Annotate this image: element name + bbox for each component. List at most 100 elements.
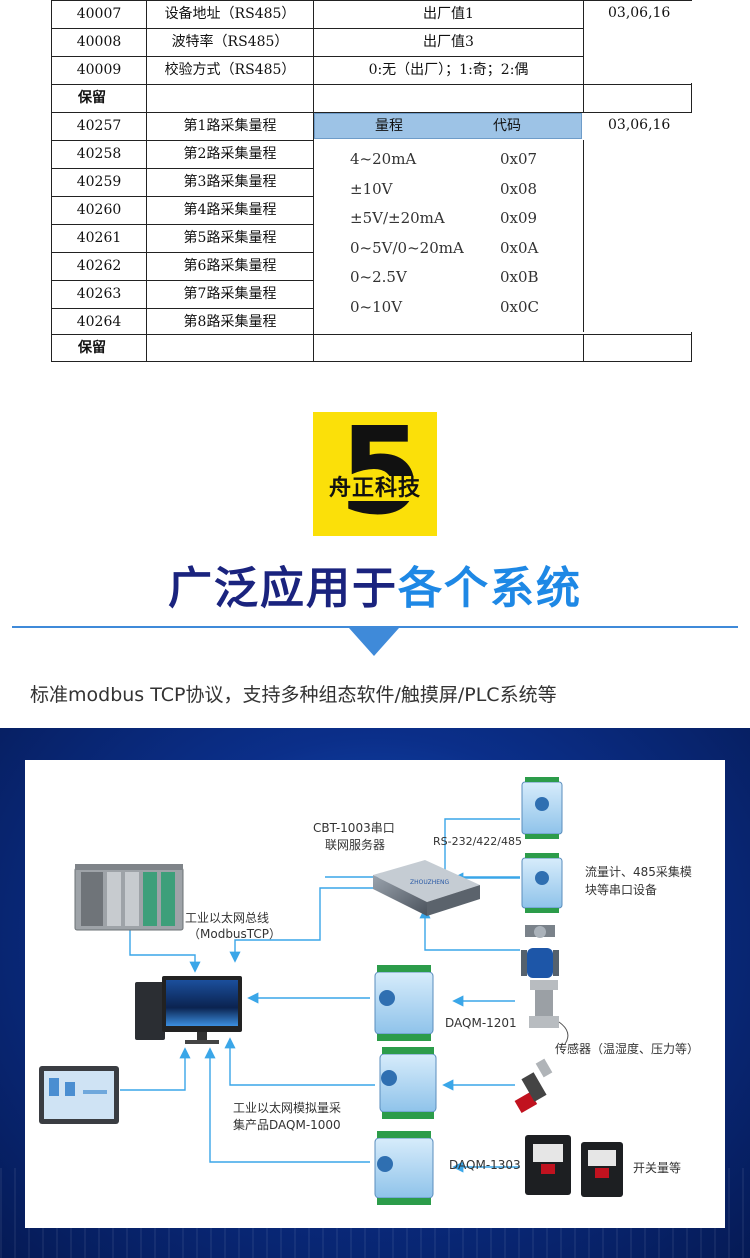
contactor-icon-2 — [581, 1142, 623, 1197]
daqm-1303-label: DAQM-1303 — [449, 1158, 521, 1172]
plc-icon — [74, 864, 184, 931]
logo-text: 舟正科技 — [326, 476, 423, 501]
section-headline: 广泛应用于各个系统 — [0, 552, 750, 616]
company-logo: 5 舟正科技 — [313, 408, 437, 538]
register-value-cell — [314, 85, 584, 112]
logo-numeral: 5 — [339, 403, 423, 542]
server-label-1: CBT-1003串口 — [313, 821, 395, 835]
register-address-cell: 40262 — [52, 253, 147, 280]
arrow-meter-to-server — [419, 907, 520, 951]
bus-label-1: 工业以太网总线 — [185, 911, 270, 925]
register-name-cell: 第8路采集量程 — [147, 309, 314, 336]
contactor-icon-1 — [525, 1135, 571, 1195]
analog-label-1: 工业以太网模拟量采 — [233, 1101, 342, 1115]
range-code: 0x0C — [500, 297, 540, 316]
function-code-cell-1: 03,06,16 — [584, 1, 692, 83]
daqm-1201-label: DAQM-1201 — [445, 1016, 517, 1030]
register-address-cell: 40009 — [52, 57, 147, 84]
register-address-cell: 40263 — [52, 281, 147, 308]
serial-devices-label-1: 流量计、485采集模 — [585, 865, 692, 879]
register-value-cell — [314, 335, 584, 362]
rs-label: RS-232/422/485 — [433, 835, 522, 848]
section-subtitle: 标准modbus TCP协议，支持多种组态软件/触摸屏/PLC系统等 — [30, 684, 557, 706]
sensor-label: 传感器（温湿度、压力等） — [555, 1042, 700, 1056]
daqm-1201-icon — [374, 965, 434, 1041]
register-address-cell: 40261 — [52, 225, 147, 252]
register-name-cell: 校验方式（RS485） — [147, 57, 314, 84]
register-name-cell: 第6路采集量程 — [147, 253, 314, 280]
table-row: 保留 — [52, 84, 692, 112]
headline-part1: 广泛应用于 — [168, 563, 398, 614]
register-address-cell: 40008 — [52, 29, 147, 56]
register-address-cell: 保留 — [52, 335, 147, 362]
arrow-server-to-pc — [229, 887, 380, 963]
arrow-hmi-to-pc — [120, 1047, 191, 1091]
switch-label: 开关量等 — [633, 1161, 682, 1175]
range-code: 0x08 — [500, 179, 538, 198]
range-value: 0~10V — [350, 297, 403, 316]
arrow-analog-to-pc — [224, 1037, 375, 1086]
range-code: 0x07 — [500, 150, 538, 168]
register-name-cell: 设备地址（RS485） — [147, 1, 314, 28]
register-name-cell: 第4路采集量程 — [147, 197, 314, 224]
serial-module-icon-1 — [521, 777, 563, 839]
register-name-cell: 波特率（RS485） — [147, 29, 314, 56]
range-code-list: 4~20mA 0x07 ±10V 0x08 ±5V/±20mA 0x09 0~5V/0~20… — [314, 140, 584, 332]
touchscreen-icon — [39, 1066, 119, 1124]
svg-text:ZHOUZHENG: ZHOUZHENG — [410, 879, 450, 886]
register-value-cell: 0:无（出厂）；1:奇；2:偶 — [314, 57, 584, 84]
table-row: 保留 — [52, 334, 692, 362]
range-value: 4~20mA — [350, 150, 417, 168]
register-address-cell: 40007 — [52, 1, 147, 28]
range-code: 0x0A — [500, 238, 539, 257]
register-address-cell: 保留 — [52, 85, 147, 112]
flowmeter-icon — [521, 925, 559, 978]
register-name-cell — [147, 85, 314, 112]
load-cell-icon — [529, 980, 569, 1045]
register-address-cell: 40259 — [52, 169, 147, 196]
register-name-cell: 第1路采集量程 — [147, 113, 314, 140]
range-value: ±5V/±20mA — [350, 209, 445, 227]
register-name-cell: 第2路采集量程 — [147, 141, 314, 168]
arrow-plc-to-pc — [129, 930, 201, 973]
register-address-cell: 40264 — [52, 309, 147, 336]
diagram-graphics: ZHOUZHENG — [39, 777, 623, 1205]
arrow-1303-to-pc — [204, 1047, 370, 1163]
range-value: 0~2.5V — [350, 268, 407, 286]
register-name-cell: 第5路采集量程 — [147, 225, 314, 252]
code-header-label: 代码 — [493, 118, 521, 134]
divider-line — [12, 626, 738, 628]
range-code: 0x09 — [500, 209, 538, 227]
function-code-cell-2: 03,06,16 — [584, 113, 692, 332]
register-name-cell: 第3路采集量程 — [147, 169, 314, 196]
system-diagram: ZHOUZHENG — [25, 760, 725, 1228]
range-table-header: 量程 代码 — [314, 113, 582, 139]
range-value: ±10V — [350, 179, 393, 198]
register-address-cell: 40257 — [52, 113, 147, 140]
range-value: 0~5V/0~20mA — [350, 238, 464, 257]
register-value-cell: 出厂值3 — [314, 29, 584, 56]
analog-label-2: 集产品DAQM-1000 — [233, 1118, 341, 1132]
register-address-cell: 40260 — [52, 197, 147, 224]
range-header-label: 量程 — [375, 118, 403, 134]
register-name-cell — [147, 335, 314, 362]
daqm-1303-icon — [374, 1131, 434, 1205]
register-value-cell: 出厂值1 — [314, 1, 584, 28]
pressure-sensor-icon — [514, 1058, 553, 1114]
server-label-2: 联网服务器 — [325, 838, 386, 852]
register-name-cell: 第7路采集量程 — [147, 281, 314, 308]
bus-label-2: （ModbusTCP） — [188, 927, 282, 941]
chevron-down-icon — [349, 628, 399, 656]
serial-module-icon-2 — [521, 853, 563, 913]
range-code: 0x0B — [500, 268, 539, 286]
serial-devices-label-2: 块等串口设备 — [585, 883, 658, 897]
headline-part2: 各个系统 — [398, 563, 582, 614]
daqm-1000-icon — [379, 1047, 437, 1119]
serial-server-icon: ZHOUZHENG — [373, 860, 480, 916]
register-address-cell: 40258 — [52, 141, 147, 168]
